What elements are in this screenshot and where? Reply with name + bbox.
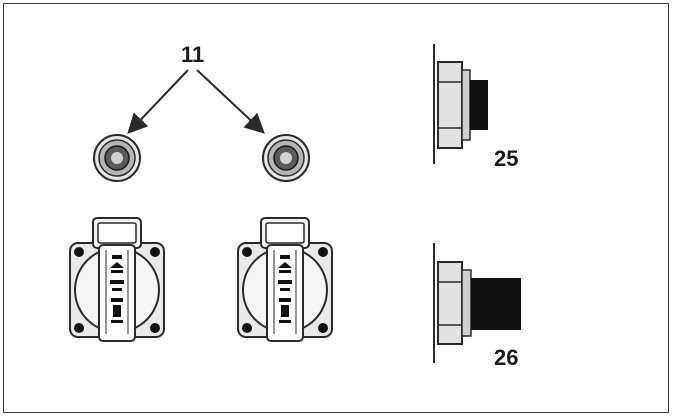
callout-label-11: 11	[181, 42, 205, 67]
diagram-frame	[3, 3, 669, 413]
callout-label-25: 25	[494, 146, 519, 171]
power-socket-right	[237, 217, 333, 342]
fuse-holder-right	[262, 134, 310, 182]
callout-label-26: 26	[494, 345, 519, 370]
connector-25-side-view	[433, 44, 488, 164]
callout-arrows-11	[127, 69, 265, 134]
connector-26-side-view	[433, 243, 521, 363]
fuse-holder-left	[93, 134, 141, 182]
power-socket-left	[69, 217, 165, 342]
